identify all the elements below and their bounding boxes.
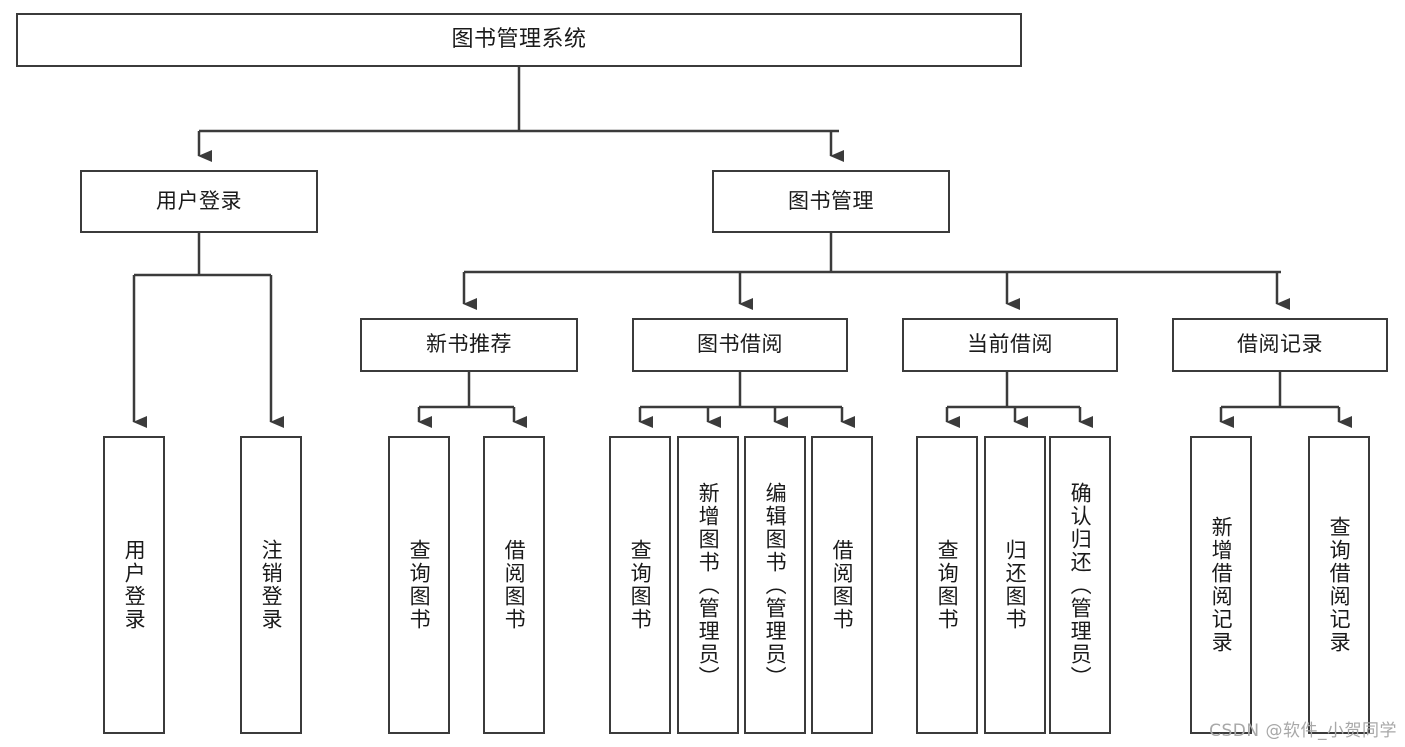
leaf-label: 查询借阅记录 — [1327, 516, 1352, 654]
leaf-logout[interactable]: 注销登录 — [240, 436, 302, 734]
leaf-label: 查询图书 — [407, 539, 432, 631]
leaf-borrow-book[interactable]: 借阅图书 — [811, 436, 873, 734]
leaf-label: 注销登录 — [259, 539, 284, 631]
leaf-query-book-current[interactable]: 查询图书 — [916, 436, 978, 734]
leaf-label: 新增图书（管理员） — [696, 481, 721, 689]
node-borrow-record[interactable]: 借阅记录 — [1172, 318, 1388, 372]
node-current-borrow[interactable]: 当前借阅 — [902, 318, 1118, 372]
leaf-edit-book-admin[interactable]: 编辑图书（管理员） — [744, 436, 806, 734]
leaf-label: 新增借阅记录 — [1209, 516, 1234, 654]
leaf-label: 编辑图书（管理员） — [763, 481, 788, 689]
node-book-borrow[interactable]: 图书借阅 — [632, 318, 848, 372]
node-user-login[interactable]: 用户登录 — [80, 170, 318, 233]
leaf-label: 归还图书 — [1003, 539, 1028, 631]
leaf-user-login[interactable]: 用户登录 — [103, 436, 165, 734]
leaf-add-borrow-record[interactable]: 新增借阅记录 — [1190, 436, 1252, 734]
leaf-query-book-borrow[interactable]: 查询图书 — [609, 436, 671, 734]
leaf-label: 用户登录 — [122, 539, 147, 631]
node-root[interactable]: 图书管理系统 — [16, 13, 1022, 67]
leaf-return-book[interactable]: 归还图书 — [984, 436, 1046, 734]
node-new-book-recommend[interactable]: 新书推荐 — [360, 318, 578, 372]
leaf-label: 查询图书 — [935, 539, 960, 631]
node-book-management[interactable]: 图书管理 — [712, 170, 950, 233]
leaf-confirm-return-admin[interactable]: 确认归还（管理员） — [1049, 436, 1111, 734]
leaf-query-borrow-record[interactable]: 查询借阅记录 — [1308, 436, 1370, 734]
leaf-label: 确认归还（管理员） — [1068, 481, 1093, 689]
leaf-borrow-book-recommend[interactable]: 借阅图书 — [483, 436, 545, 734]
leaf-query-book-recommend[interactable]: 查询图书 — [388, 436, 450, 734]
leaf-label: 借阅图书 — [502, 539, 527, 631]
leaf-label: 借阅图书 — [830, 539, 855, 631]
leaf-add-book-admin[interactable]: 新增图书（管理员） — [677, 436, 739, 734]
leaf-label: 查询图书 — [628, 539, 653, 631]
